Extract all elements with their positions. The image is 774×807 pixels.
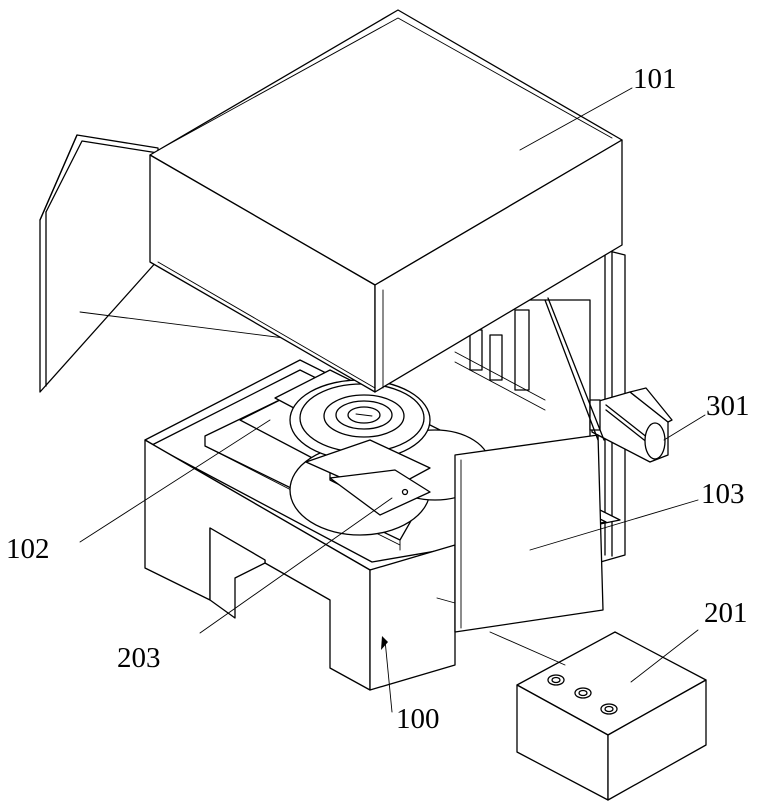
- label-101: 101: [633, 63, 677, 95]
- control-knob-3[interactable]: [601, 704, 617, 714]
- label-203: 203: [117, 642, 161, 674]
- control-knob-1[interactable]: [548, 675, 564, 685]
- label-301: 301: [706, 390, 750, 422]
- label-100: 100: [396, 703, 440, 735]
- control-box: [490, 632, 706, 800]
- label-103: 103: [701, 478, 745, 510]
- top-cover: [150, 10, 622, 392]
- label-102: 102: [6, 533, 50, 565]
- control-knob-2[interactable]: [575, 688, 591, 698]
- label-201: 201: [704, 597, 748, 629]
